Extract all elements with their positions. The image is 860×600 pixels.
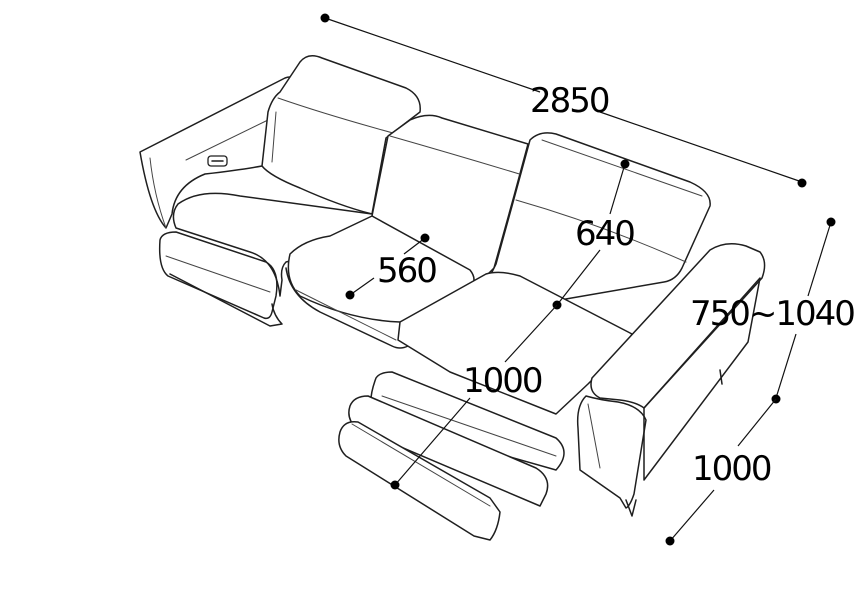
arm-depth-dimension-line bbox=[665, 398, 777, 546]
width-dimension-line bbox=[320, 13, 807, 188]
right-armrest bbox=[576, 243, 766, 517]
footrest-dimension-line bbox=[390, 304, 558, 490]
left-seat-front bbox=[158, 231, 283, 327]
middle-back-cushion bbox=[371, 114, 529, 287]
back-height-label: 640 bbox=[575, 214, 634, 254]
dimension-lines bbox=[320, 13, 836, 546]
left-back-cushion bbox=[261, 55, 421, 215]
height-range-label: 750~1040 bbox=[690, 294, 854, 334]
width-label: 2850 bbox=[530, 81, 609, 121]
back-height-dimension-line bbox=[552, 159, 630, 310]
left-seat bbox=[172, 192, 380, 297]
right-back-cushion bbox=[489, 132, 711, 301]
arm-depth-label: 1000 bbox=[692, 449, 771, 489]
right-footrest bbox=[338, 371, 565, 541]
recline-button-icon bbox=[207, 155, 228, 167]
sofa-drawing bbox=[139, 55, 766, 541]
footrest-length-label: 1000 bbox=[463, 361, 542, 401]
seat-depth-dimension-line bbox=[345, 233, 430, 300]
seat-depth-label: 560 bbox=[377, 251, 436, 291]
dimension-labels: 2850 640 560 1000 750~1040 1000 bbox=[377, 81, 856, 489]
